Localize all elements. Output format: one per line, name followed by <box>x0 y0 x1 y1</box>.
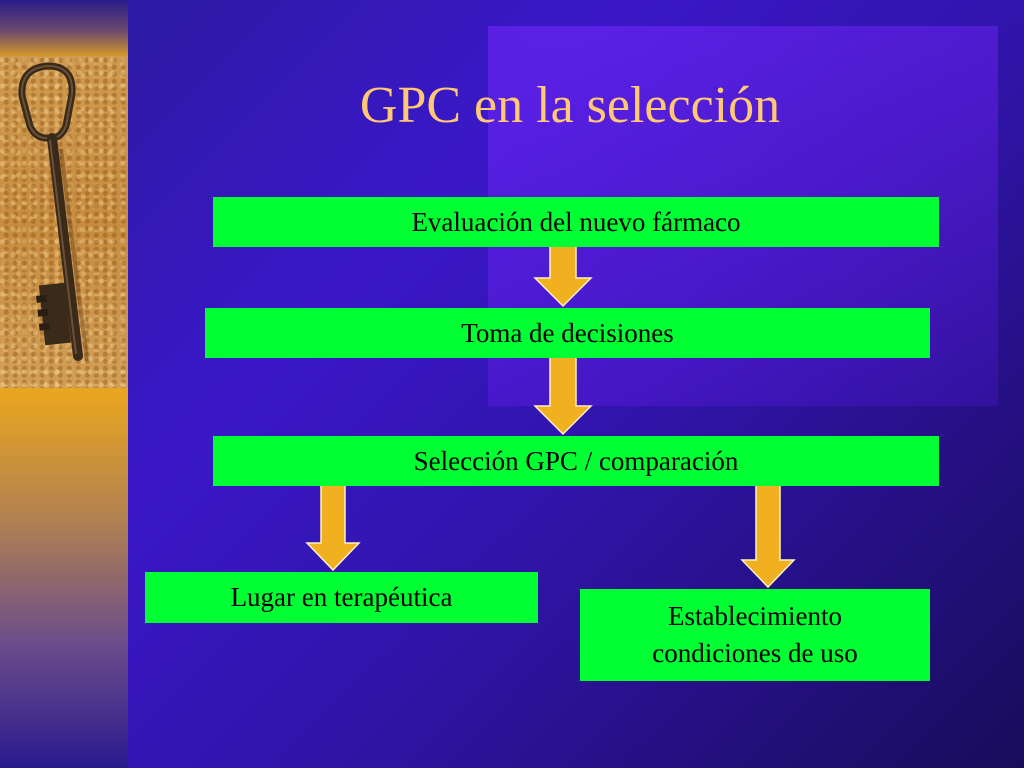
slide-title: GPC en la selección <box>359 77 781 134</box>
step-selection-box: Selección GPC / comparación <box>213 436 939 486</box>
arrow-down-icon <box>740 485 796 589</box>
arrow-down-icon <box>305 485 361 572</box>
arrow-down-icon <box>533 246 593 308</box>
branch-therapeutic-place-box: Lugar en terapéutica <box>145 572 538 623</box>
arrow-down-icon <box>533 357 593 436</box>
key-icon <box>18 62 89 362</box>
step-decision-box: Toma de decisiones <box>205 308 930 358</box>
branch-conditions-of-use-box: Establecimiento condiciones de uso <box>580 589 930 681</box>
step-evaluation-box: Evaluación del nuevo fármaco <box>213 197 939 247</box>
key-photo <box>0 56 128 388</box>
branch-conditions-line-1: Establecimiento <box>668 601 842 631</box>
branch-conditions-line-2: condiciones de uso <box>652 638 858 668</box>
